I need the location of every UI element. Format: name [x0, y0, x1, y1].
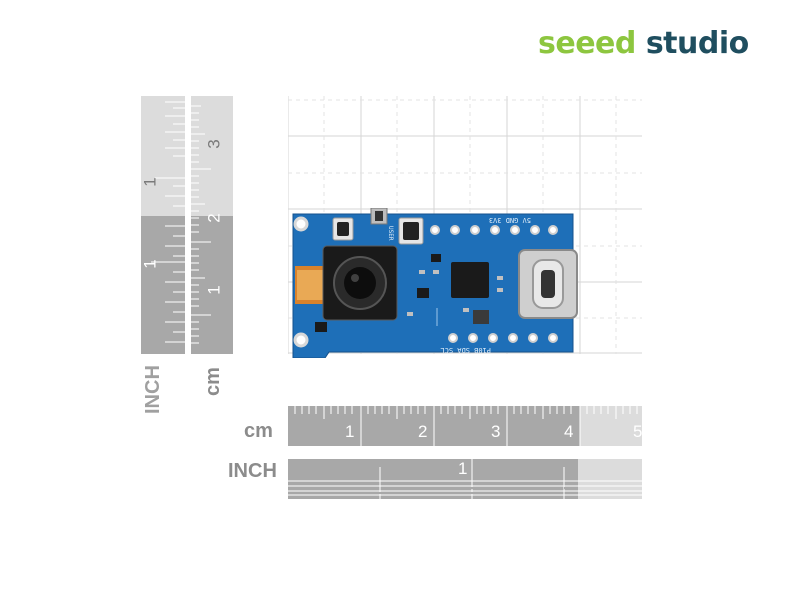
inch-ruler-number: 1	[458, 459, 468, 478]
seeed-studio-logo: seeed studio	[538, 26, 749, 61]
vertical-inch-label: INCH	[142, 365, 164, 414]
xiao-board: 5V GND 3V3 P10B SDA SCL USER	[292, 208, 578, 358]
vertical-cm-label: cm	[202, 367, 224, 396]
silkscreen-top-text: 5V GND 3V3	[489, 216, 531, 224]
vertical-inch-ruler	[141, 96, 185, 354]
logo-text-studio: studio	[645, 26, 749, 61]
inch-ruler-number: 1	[140, 259, 160, 269]
cm-ruler-number: 1	[345, 422, 355, 441]
vertical-cm-ruler	[191, 96, 233, 354]
horizontal-inch-ruler	[288, 459, 642, 499]
horizontal-inch-label: INCH	[228, 460, 277, 482]
inch-ruler-number: 1	[140, 177, 160, 187]
logo-text-seeed: seeed	[538, 26, 636, 61]
cm-ruler-number: 2	[418, 422, 428, 441]
silkscreen-user-text: USER	[387, 226, 394, 241]
cm-ruler-number: 2	[204, 213, 224, 223]
silkscreen-bottom-text: P10B SDA SCL	[440, 346, 491, 354]
cm-ruler-number: 3	[491, 422, 501, 441]
cm-ruler-number: 1	[204, 285, 224, 295]
cm-ruler-number: 5	[633, 422, 643, 441]
cm-ruler-number: 4	[564, 422, 574, 441]
horizontal-cm-ruler	[288, 406, 642, 446]
horizontal-cm-label: cm	[244, 420, 273, 442]
cm-ruler-number: 3	[204, 139, 224, 149]
